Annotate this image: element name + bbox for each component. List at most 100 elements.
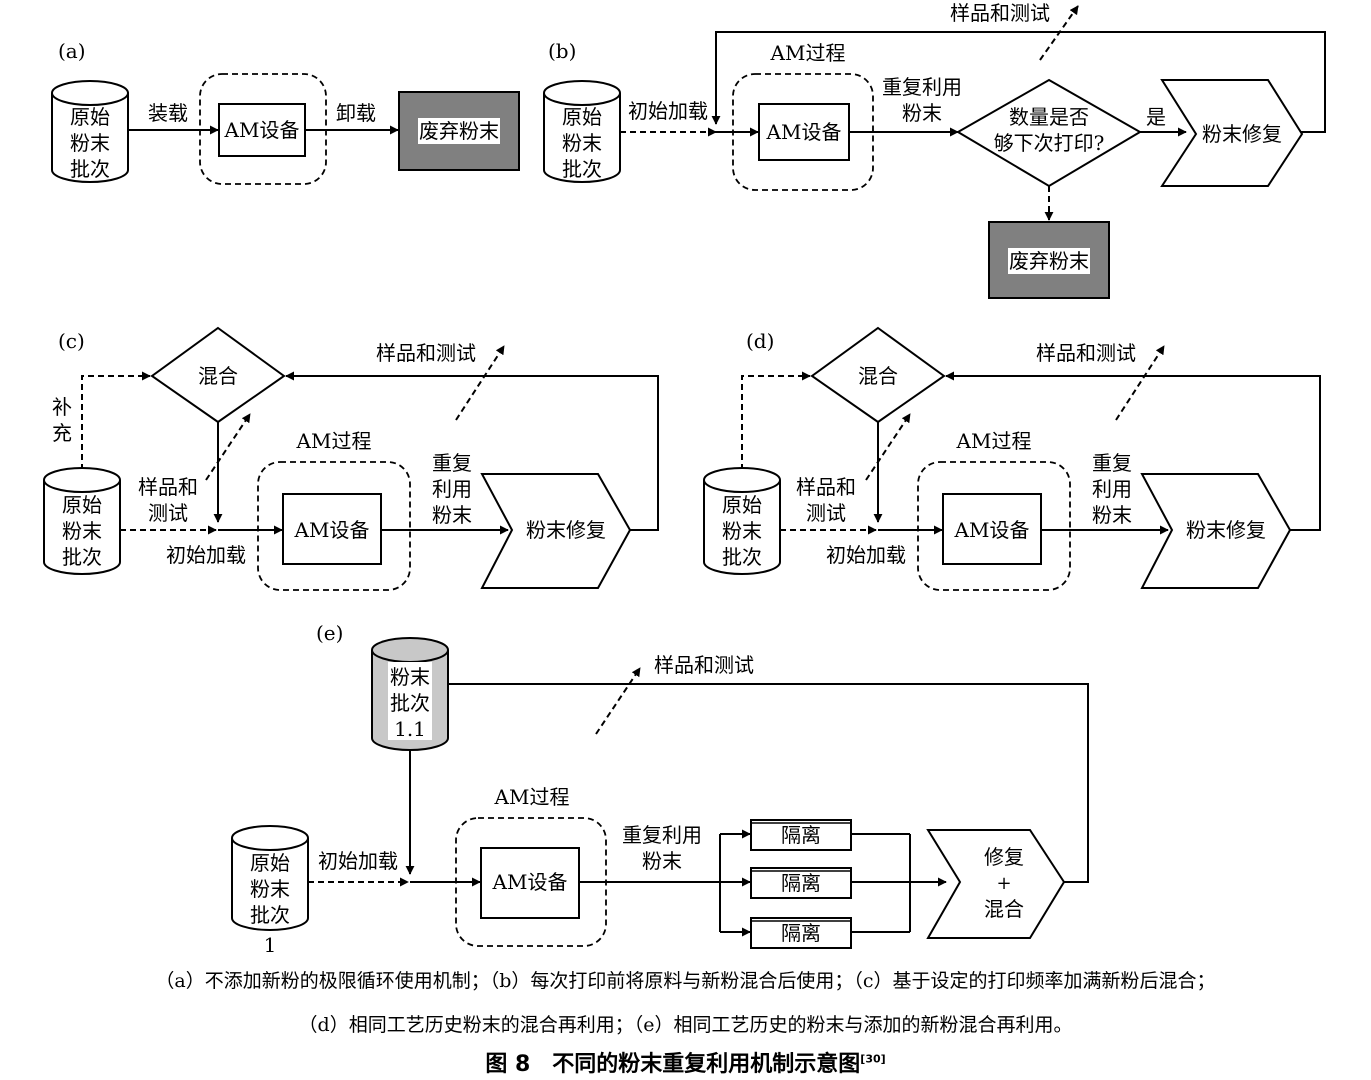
am-machine-label: AM设备 xyxy=(224,118,300,142)
svg-text:粉末: 粉末 xyxy=(1092,503,1132,527)
svg-text:粉末: 粉末 xyxy=(562,131,602,155)
am-machine-box xyxy=(942,493,1042,565)
svg-text:混合: 混合 xyxy=(984,897,1024,921)
figure-title-text: 图 8 不同的粉末重复利用机制示意图 xyxy=(485,1052,861,1077)
powder-repair-label: 粉末修复 xyxy=(526,518,606,542)
raw-batch-cylinder: 原始 粉末 批次 xyxy=(703,467,781,575)
svg-text:批次: 批次 xyxy=(62,545,102,569)
svg-text:数量是否: 数量是否 xyxy=(1009,105,1089,129)
svg-text:原始: 原始 xyxy=(62,493,102,517)
am-machine-box xyxy=(282,493,382,565)
svg-text:重复利用: 重复利用 xyxy=(622,823,702,847)
waste-powder-label: 废弃粉末 xyxy=(1009,249,1089,273)
svg-text:批次: 批次 xyxy=(250,903,290,927)
isolation-box xyxy=(750,867,852,899)
svg-text:1.1: 1.1 xyxy=(394,717,426,741)
svg-text:测试: 测试 xyxy=(148,501,188,525)
repair-mix-chevron xyxy=(926,829,1066,939)
svg-text:粉末: 粉末 xyxy=(62,519,102,543)
sample-test-label: 样品和测试 xyxy=(654,653,754,677)
am-machine-label: AM设备 xyxy=(766,120,842,144)
panel-b-tag: (b) xyxy=(548,39,576,63)
panel-e-tag: (e) xyxy=(316,621,343,645)
svg-text:粉末: 粉末 xyxy=(250,877,290,901)
svg-text:隔离: 隔离 xyxy=(781,921,821,945)
panel-d-tag: (d) xyxy=(746,329,774,353)
caption-line-2: （d）相同工艺历史粉末的混合再利用；（e）相同工艺历史的粉末与添加的新粉混合再利… xyxy=(298,1014,1073,1036)
am-process-boundary xyxy=(257,461,411,591)
figure-title: 图 8 不同的粉末重复利用机制示意图[30] xyxy=(0,1046,1371,1078)
svg-text:补: 补 xyxy=(52,395,72,419)
isolation-box xyxy=(750,819,852,851)
svg-text:重复: 重复 xyxy=(1092,451,1132,475)
am-machine-box xyxy=(218,103,306,157)
initial-load-label: 初始加载 xyxy=(628,99,708,123)
svg-text:够下次打印?: 够下次打印? xyxy=(994,131,1105,155)
batch-number: 1 xyxy=(264,933,277,957)
svg-text:批次: 批次 xyxy=(390,691,430,715)
svg-text:重复利用: 重复利用 xyxy=(882,75,962,99)
sample-test-label: 样品和测试 xyxy=(376,341,476,365)
powder-repair-chevron xyxy=(480,473,632,589)
svg-text:粉末: 粉末 xyxy=(390,665,430,689)
powder-repair-label: 粉末修复 xyxy=(1202,122,1282,146)
am-machine-box xyxy=(480,847,580,919)
svg-text:测试: 测试 xyxy=(806,501,846,525)
waste-powder-label: 废弃粉末 xyxy=(419,119,499,143)
panel-b: (b) 原始 粉末 批次 初始加载 AM过程 AM设备 重复利用 粉末 数量是否… xyxy=(543,1,1326,299)
svg-text:原始: 原始 xyxy=(70,105,110,129)
isolation-box xyxy=(750,917,852,949)
sample-test-label: 样品和测试 xyxy=(950,1,1050,25)
svg-text:批次: 批次 xyxy=(562,157,602,181)
mix-label: 混合 xyxy=(198,364,238,388)
svg-text:重复: 重复 xyxy=(432,451,472,475)
load-label: 装载 xyxy=(148,101,188,125)
panel-c-tag: (c) xyxy=(58,329,85,353)
am-process-label: AM过程 xyxy=(770,41,846,65)
powder-repair-chevron xyxy=(1160,79,1304,187)
svg-text:粉末: 粉末 xyxy=(432,503,472,527)
powder-reuse-diagram: (a) 原始 粉末 批次 装载 AM设备 卸载 废弃粉末 (b) 原始 粉末 批… xyxy=(43,1,1326,957)
panel-e: (e) 粉末 批次 1.1 原始 粉末 批次 1 初始加载 AM过程 AM设备 … xyxy=(231,621,1089,957)
svg-text:隔离: 隔离 xyxy=(781,823,821,847)
powder-batch-1-1-cylinder: 粉末 批次 1.1 xyxy=(371,637,449,751)
panel-c: (c) 混合 补 充 原始 粉末 批次 样品和 测试 初始加载 AM过程 AM设… xyxy=(43,326,659,591)
raw-batch-cylinder: 原始 粉末 批次 xyxy=(543,80,621,183)
caption-line-1: （a）不添加新粉的极限循环使用机制；（b）每次打印前将原料与新粉混合后使用；（c… xyxy=(155,970,1216,992)
svg-text:原始: 原始 xyxy=(250,851,290,875)
svg-text:粉末: 粉末 xyxy=(722,519,762,543)
am-process-boundary xyxy=(917,461,1071,591)
svg-text:粉末: 粉末 xyxy=(70,131,110,155)
am-process-label: AM过程 xyxy=(296,429,372,453)
svg-text:批次: 批次 xyxy=(722,545,762,569)
sample-test-label: 样品和测试 xyxy=(1036,341,1136,365)
am-machine-box xyxy=(758,103,850,161)
unload-label: 卸载 xyxy=(336,101,376,125)
mix-label: 混合 xyxy=(858,364,898,388)
powder-repair-label: 粉末修复 xyxy=(1186,518,1266,542)
svg-text:原始: 原始 xyxy=(722,493,762,517)
svg-text:+: + xyxy=(996,873,1011,894)
svg-text:批次: 批次 xyxy=(70,157,110,181)
raw-batch-cylinder: 原始 粉末 批次 xyxy=(43,467,121,575)
svg-text:粉末: 粉末 xyxy=(902,101,942,125)
svg-text:利用: 利用 xyxy=(432,477,472,501)
panel-a-tag: (a) xyxy=(58,39,86,63)
panel-d: (d) 混合 原始 粉末 批次 样品和 测试 初始加载 AM过程 AM设备 重复… xyxy=(703,326,1321,591)
svg-text:充: 充 xyxy=(52,421,72,445)
svg-text:隔离: 隔离 xyxy=(781,871,821,895)
yes-label: 是 xyxy=(1146,105,1166,129)
svg-text:利用: 利用 xyxy=(1092,477,1132,501)
svg-text:原始: 原始 xyxy=(562,105,602,129)
initial-load-label: 初始加载 xyxy=(318,849,398,873)
svg-text:样品和: 样品和 xyxy=(138,475,198,499)
figure-reference: [30] xyxy=(860,1052,886,1066)
raw-batch-1-cylinder: 原始 粉末 批次 xyxy=(231,825,309,931)
am-machine-label: AM设备 xyxy=(492,870,568,894)
svg-text:粉末: 粉末 xyxy=(642,849,682,873)
am-process-boundary xyxy=(732,73,874,191)
am-process-label: AM过程 xyxy=(494,785,570,809)
initial-load-label: 初始加载 xyxy=(166,543,246,567)
initial-load-label: 初始加载 xyxy=(826,543,906,567)
am-process-label: AM过程 xyxy=(956,429,1032,453)
